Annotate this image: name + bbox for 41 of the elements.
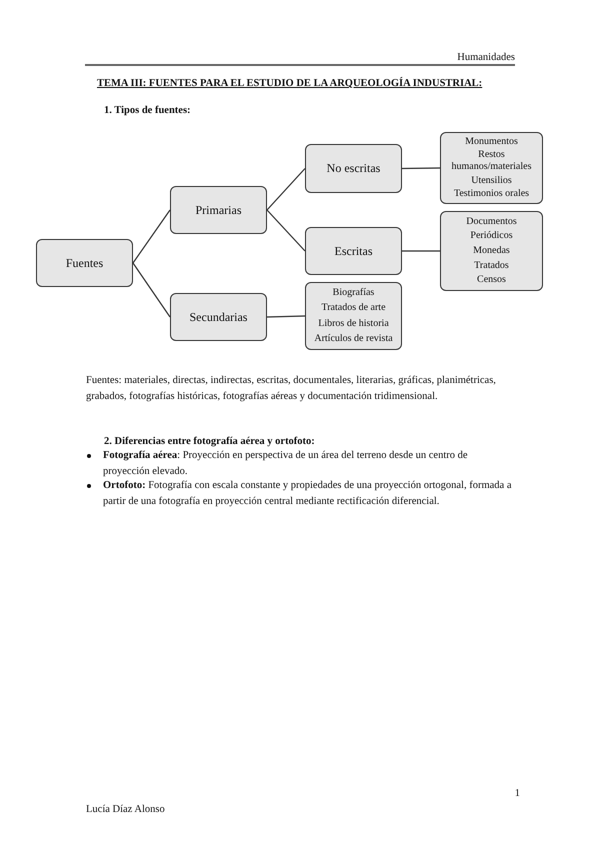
section-heading: 1. Tipos de fuentes:: [104, 104, 192, 118]
category-box: [170, 293, 267, 341]
page-title: TEMA III: FUENTES PARA EL ESTUDIO DE LA ARQUEOLOGÍA INDUSTRIAL:: [97, 78, 482, 89]
category-box: [170, 186, 267, 234]
footer-text: Lucía Díaz Alonso: [86, 803, 166, 817]
list-item: Biografías: [332, 287, 374, 300]
bullet-text: Ortofoto: Fotografía con escala constante y propiedades de una proyección ortogonal, formada a partir de una fotografía en proyección central mediante rectificación diferencial.: [103, 479, 512, 510]
node-label: No escritas: [326, 161, 380, 176]
connector-line: [266, 168, 306, 210]
category-box: [305, 144, 402, 193]
list-item: Libros de historia: [318, 318, 389, 330]
list-box: [440, 132, 543, 204]
list-item: Documentos: [466, 216, 517, 228]
list-item: Artículos de revista: [314, 332, 393, 345]
connector-line: [132, 262, 170, 318]
node-label: Primarias: [196, 202, 242, 218]
list-item: Utensilios: [471, 174, 512, 187]
page-number: 1: [514, 787, 520, 801]
category-box: [305, 227, 402, 275]
list-item: Tratados de arte: [321, 302, 386, 314]
list-item: Tratados: [474, 260, 509, 272]
connector-line: [132, 210, 170, 264]
list-item: Monedas: [473, 244, 510, 257]
list-item: Censos: [477, 274, 506, 286]
header-text: Humanidades: [456, 51, 515, 65]
category-box: [36, 239, 133, 287]
node-label: Escritas: [334, 244, 372, 258]
list-item: Testimonios orales: [454, 188, 530, 200]
node-label: Secundarias: [190, 310, 248, 324]
list-item: Periódicos: [470, 230, 513, 242]
connector-line: [402, 167, 440, 170]
connector-line: [266, 315, 306, 318]
list-box: [305, 282, 402, 350]
list-item: Restos humanos/materiales: [450, 149, 532, 174]
paragraph: Fuentes: materiales, directas, indirectas, escritas, documentales, literarias, gráficas, planimétricas, grabados, fotografías históricas, fotografías aéreas y documentación tridimensional.: [86, 374, 497, 404]
list-box: [440, 211, 543, 291]
section-heading: 2. Diferencias entre fotografía aérea y ortofoto:: [104, 435, 316, 449]
bullet-text: Fotografía aérea: Proyección en perspectiva de un área del terreno desde un centro de proyección elevado.: [103, 449, 469, 480]
node-label: Fuentes: [66, 256, 104, 270]
list-item: Monumentos: [465, 136, 518, 148]
connector-line: [402, 250, 440, 252]
